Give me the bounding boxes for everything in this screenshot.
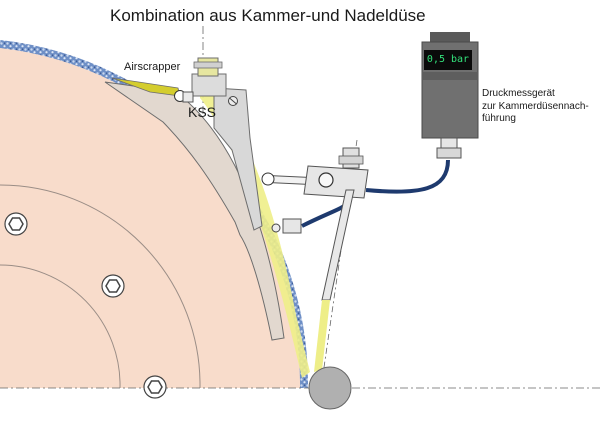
wheel-guard	[104, 81, 285, 341]
nozzle-fitting-cap	[193, 61, 223, 69]
wheel-inner-ring	[0, 184, 201, 389]
pressure-gauge-label-line: führung	[482, 113, 516, 124]
hex-bolt-icon	[101, 274, 125, 298]
clamp-bolt-icon	[318, 172, 334, 188]
coolant-jet	[200, 92, 310, 378]
workpiece	[308, 366, 352, 410]
nozzle-fitting-bolt	[182, 91, 194, 103]
grinding-wheel	[0, 46, 301, 388]
pressure-display-value: 0,5 bar	[426, 54, 470, 65]
clamp-block	[303, 165, 369, 199]
gauge-band	[422, 72, 478, 80]
gauge-display	[424, 50, 472, 70]
diagram-title: Kombination aus Kammer-und Nadeldüse	[110, 6, 426, 25]
screw-slot	[229, 97, 237, 105]
pressure-gauge-label-line: zur Kammerdüsennach-	[482, 100, 589, 112]
nozzle-fitting	[191, 73, 227, 97]
pressure-gauge-label-line: Druckmessgerät	[482, 88, 555, 99]
hose-fitting	[282, 218, 302, 234]
hex-bolt-icon	[143, 375, 167, 399]
airscrapper-label: Airscrapper	[124, 61, 181, 73]
hose-fitting-screw	[271, 223, 281, 233]
gauge-fitting-nut	[436, 147, 462, 159]
pressure-gauge-label: Druckmessgerät zur Kammerdüsennach- führ…	[482, 88, 589, 126]
clamp-pivot	[261, 172, 275, 186]
hex-bolt-icon	[4, 212, 28, 236]
clamp-top-nut-cap	[338, 155, 364, 165]
wheel-hub-ring	[0, 264, 121, 389]
needle-jet	[314, 300, 330, 372]
kss-label: KSS	[188, 104, 217, 120]
needle-nozzle	[321, 189, 355, 301]
gauge-fitting	[440, 137, 458, 149]
pressure-hose	[365, 159, 450, 194]
gauge-cap	[430, 32, 470, 44]
chamber-nozzle-body	[213, 87, 263, 231]
